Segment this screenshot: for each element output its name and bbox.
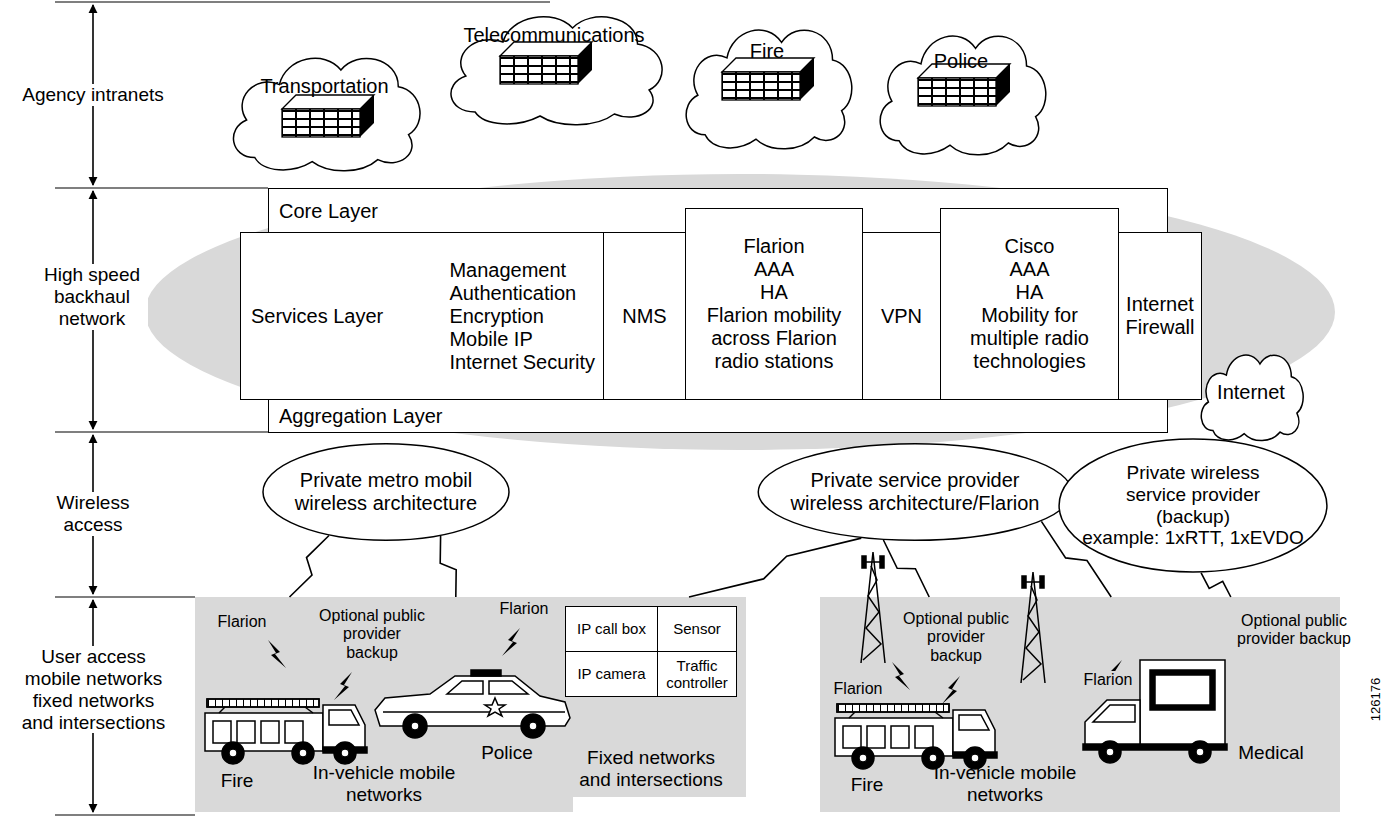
- firewall-icon: [918, 64, 1010, 106]
- fire-truck: [835, 704, 997, 769]
- node-text: AAA: [754, 258, 794, 281]
- radio-bolt: [334, 672, 352, 700]
- radio-link: [689, 538, 861, 597]
- node-text: Fire: [750, 40, 784, 63]
- annotation-label: Fire: [842, 774, 892, 796]
- firewall-icon: [722, 58, 814, 100]
- table-cell: IP camera: [565, 651, 658, 697]
- service-box: FlarionAAAHAFlarion mobility across Flar…: [685, 208, 863, 400]
- node-text: Traffic controller: [660, 657, 734, 692]
- node-text: Mobile IP: [449, 328, 532, 351]
- wireless-ellipse: Private metro mobil wireless architectur…: [262, 443, 510, 541]
- internet-cloud: Internet: [1195, 345, 1307, 440]
- radio-link: [440, 536, 456, 597]
- node-text: Flarion: [743, 235, 804, 258]
- fire-truck: [205, 699, 367, 764]
- annotation-label: Flarion: [210, 613, 274, 631]
- annotation-label: Medical: [1228, 742, 1314, 764]
- table-cell: Traffic controller: [657, 651, 737, 697]
- service-box: Services Layer ManagementAuthenticationEn…: [240, 232, 604, 400]
- node-text: Internet Security: [449, 351, 595, 374]
- node-text: Internet: [1217, 381, 1285, 404]
- node-text: Fixed networks and intersections: [571, 747, 731, 791]
- node-text: Sensor: [673, 620, 721, 637]
- radio-bolt: [268, 640, 286, 668]
- table-cell: IP call box: [565, 606, 658, 652]
- service-box: VPN: [862, 232, 941, 400]
- annotation-label: High speed backhaul network: [36, 264, 148, 330]
- table-cell: Sensor: [657, 606, 737, 652]
- node-text: Transportation: [260, 75, 388, 98]
- annotation-label: Police: [470, 742, 544, 764]
- node-text: Core Layer: [279, 200, 378, 223]
- layer-bar: Aggregation Layer: [268, 399, 1168, 433]
- node-text: In-vehicle mobile networks: [299, 762, 469, 806]
- annotation-label: Agency intranets: [8, 84, 178, 106]
- firewall-icon: [500, 42, 592, 84]
- node-text: HA: [1016, 281, 1044, 304]
- annotation-label: Flarion: [826, 680, 890, 698]
- service-box: CiscoAAAHAMobility for multiple radio te…: [940, 208, 1119, 400]
- wireless-ellipse: Private wireless service provider (backu…: [1058, 438, 1328, 573]
- node-text: VPN: [881, 305, 922, 328]
- node-text: Private service provider wireless archit…: [785, 469, 1045, 515]
- node-text: Mobility for multiple radio technologies: [950, 304, 1110, 373]
- node-text: Cisco: [1004, 235, 1054, 258]
- annotation-label: Flarion: [492, 600, 556, 618]
- node-text: IP call box: [577, 620, 646, 637]
- annotation-label: Flarion: [1078, 671, 1138, 689]
- annotation-label: Optional public provider backup: [1232, 612, 1356, 649]
- radio-bolt: [892, 662, 910, 690]
- node-text: NMS: [622, 305, 666, 328]
- service-box: Internet Firewall: [1118, 232, 1202, 400]
- firewall-icon: [282, 95, 374, 137]
- node-text: In-vehicle mobile networks: [920, 762, 1090, 806]
- node-text: Services Layer: [251, 305, 383, 328]
- radio-tower: [861, 552, 885, 663]
- annotation-label: Optional public provider backup: [900, 610, 1012, 665]
- radio-link: [1201, 573, 1231, 597]
- annotation-label: Fire: [212, 770, 262, 792]
- node-text: Management: [449, 259, 566, 282]
- node-text: HA: [760, 281, 788, 304]
- fixed-panel: Fixed networks and intersections IP call …: [556, 597, 746, 797]
- wireless-ellipse: Private service provider wireless archit…: [757, 443, 1073, 541]
- node-text: Internet Firewall: [1122, 293, 1198, 339]
- node-text: example: 1xRTT, 1xEVDO: [1082, 527, 1303, 549]
- node-text: IP camera: [577, 665, 645, 682]
- radio-link: [883, 540, 929, 597]
- node-text: Police: [934, 50, 988, 73]
- annotation-label: Wireless access: [38, 492, 148, 536]
- figure-number: 126176: [1369, 669, 1384, 729]
- radio-bolt: [942, 676, 960, 704]
- node-text: Flarion mobility across Flarion radio st…: [694, 304, 854, 373]
- annotation-label: Optional public provider backup: [316, 607, 428, 662]
- node-text: Aggregation Layer: [279, 405, 442, 428]
- radio-link: [290, 536, 330, 598]
- node-text: AAA: [1009, 258, 1049, 281]
- backhaul-ellipse: [145, 174, 1335, 450]
- radio-bolt: [502, 628, 520, 656]
- radio-tower: [1021, 572, 1045, 683]
- text-group: ManagementAuthenticationEncryptionMobile…: [449, 259, 595, 374]
- node-text: Telecommunications: [463, 24, 644, 47]
- radio-link: [1041, 521, 1111, 597]
- node-text: Authentication: [449, 282, 576, 305]
- node-text: Private wireless service provider (backu…: [1106, 462, 1281, 528]
- police-car: [375, 670, 570, 738]
- annotation-label: User access mobile networks fixed networ…: [16, 646, 171, 733]
- node-text: Encryption: [449, 305, 544, 328]
- node-text: Private metro mobil wireless architectur…: [284, 469, 489, 515]
- service-box: NMS: [603, 232, 686, 400]
